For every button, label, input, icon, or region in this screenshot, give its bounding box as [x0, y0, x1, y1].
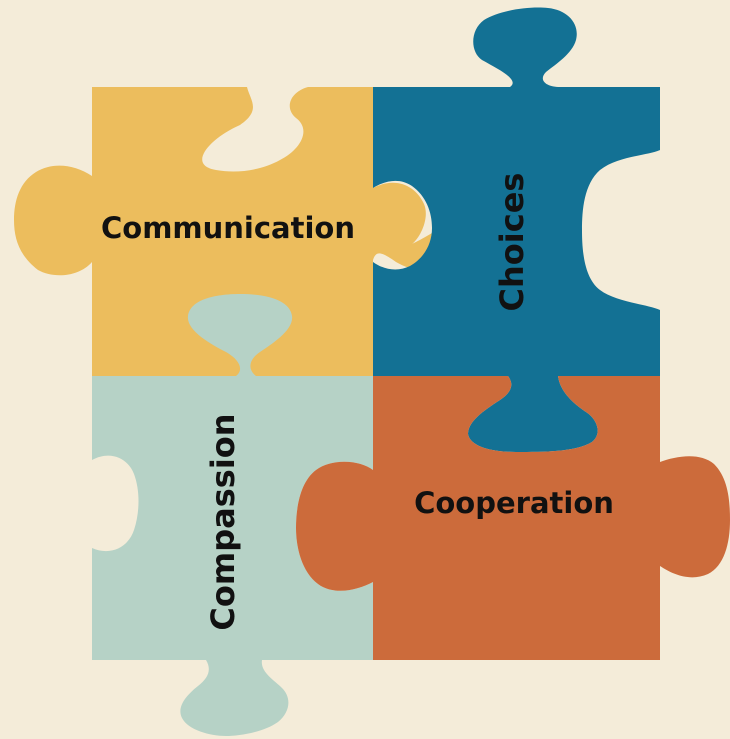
communication-label: Communication — [101, 211, 355, 245]
puzzle-piece-choices: Choices — [373, 7, 660, 452]
communication-piece-shape — [14, 87, 448, 376]
cooperation-label: Cooperation — [414, 486, 614, 520]
puzzle-piece-communication: Communication — [14, 87, 448, 376]
choices-label: Choices — [493, 173, 531, 312]
compassion-piece-shape — [92, 294, 373, 736]
cooperation-piece-shape — [296, 376, 730, 660]
puzzle-piece-compassion: Compassion — [92, 294, 373, 736]
puzzle-piece-cooperation: Cooperation — [296, 376, 730, 660]
choices-piece-shape — [373, 7, 660, 452]
compassion-label: Compassion — [204, 413, 242, 630]
